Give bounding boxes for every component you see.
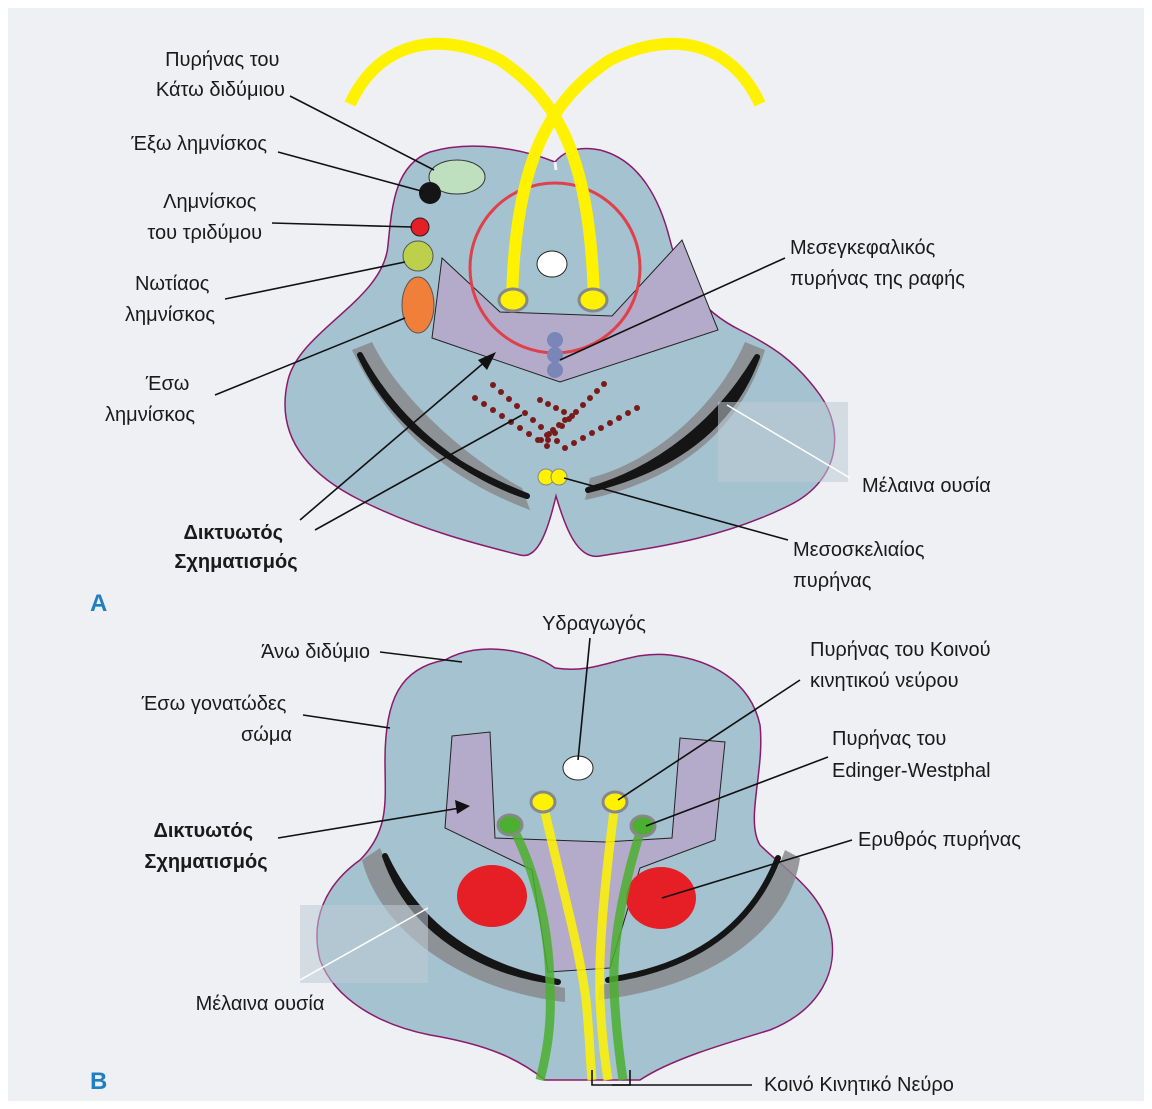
reticular-dot — [562, 445, 568, 451]
label-line: Νωτίαος — [135, 273, 210, 295]
reticular-dot — [538, 437, 544, 443]
label-line: Πυρήνας του — [165, 49, 279, 71]
label-line: Κάτω διδύμιου — [156, 79, 285, 101]
label-line: Edinger-Westphal — [832, 760, 991, 782]
reticular-dot — [517, 425, 523, 431]
label-line: πυρήνας της ραφής — [790, 268, 965, 290]
reticular-dot — [544, 432, 550, 438]
label-line: Ερυθρός πυρήνας — [858, 829, 1021, 851]
reticular-dot — [580, 402, 586, 408]
reticular-dot — [498, 389, 504, 395]
reticular-dot — [556, 422, 562, 428]
label-line: Μέλαινα ουσία — [862, 475, 991, 497]
edinger-westphal-left — [498, 815, 522, 835]
label-red-nucleus: Ερυθρός πυρήνας — [858, 829, 1021, 851]
label-line: Έξω λημνίσκος — [130, 133, 267, 155]
reticular-dot — [522, 410, 528, 416]
label-line: Λημνίσκος — [163, 191, 257, 213]
lateral-lemniscus-dot — [419, 182, 441, 204]
reticular-dot — [490, 382, 496, 388]
oculomotor-nucleus-left — [531, 792, 555, 812]
panel-letter-a: A — [90, 590, 107, 617]
reticular-dot — [587, 395, 593, 401]
label-line: Δικτυωτός — [183, 522, 283, 544]
panel-letter-b: B — [90, 1068, 107, 1095]
reticular-dot — [544, 443, 550, 449]
reticular-dot — [514, 403, 520, 409]
spinal-lemniscus-dot — [403, 241, 433, 271]
aqueduct-a — [537, 251, 567, 277]
label-line: Μεσεγκεφαλικός — [790, 237, 936, 259]
yellow-nucleus-right — [579, 289, 607, 311]
red-nucleus-right — [626, 867, 696, 929]
reticular-dot — [537, 397, 543, 403]
label-line: Πυρήνας του Κοινού — [810, 639, 991, 661]
label-line: του τριδύμου — [147, 222, 262, 244]
midline-notch — [555, 162, 556, 170]
label-substantia-nigra-a: Μέλαινα ουσία — [862, 475, 991, 497]
edinger-westphal-right — [631, 816, 655, 836]
reticular-dot — [601, 381, 607, 387]
reticular-dot — [594, 388, 600, 394]
reticular-dot — [561, 409, 567, 415]
reticular-dot — [550, 427, 556, 433]
reticular-dot — [589, 430, 595, 436]
reticular-dot — [616, 415, 622, 421]
reticular-dot — [569, 413, 575, 419]
label-line: Κοινό Κινητικό Νεύρο — [764, 1074, 954, 1096]
label-line: Έσω γονατώδες — [141, 693, 287, 715]
reticular-dot — [545, 401, 551, 407]
raphe-dot-1 — [547, 332, 563, 348]
label-line: πυρήνας — [793, 570, 872, 592]
label-line: Πυρήνας του — [832, 728, 946, 750]
label-lateral-lemniscus: Έξω λημνίσκος — [130, 133, 267, 155]
label-line: κινητικού νεύρου — [810, 670, 959, 692]
label-line: Σχηματισμός — [174, 551, 297, 573]
label-superior-colliculus: Άνω διδύμιο — [261, 641, 370, 663]
interpeduncular-dot-right — [551, 469, 567, 485]
label-line: Υδραγωγός — [542, 613, 646, 635]
label-oculomotor-nerve: Κοινό Κινητικό Νεύρο — [764, 1074, 954, 1096]
reticular-dot — [625, 410, 631, 416]
label-line: Μέλαινα ουσία — [196, 993, 325, 1015]
reticular-dot — [506, 396, 512, 402]
red-nucleus-left — [457, 865, 527, 927]
reticular-dot — [571, 440, 577, 446]
label-substantia-nigra-b: Μέλαινα ουσία — [196, 993, 325, 1015]
reticular-dot — [530, 417, 536, 423]
label-line: λημνίσκος — [105, 404, 195, 426]
label-line: λημνίσκος — [125, 304, 215, 326]
label-line: Σχηματισμός — [144, 851, 267, 873]
label-line: Δικτυωτός — [153, 820, 253, 842]
label-line: Μεσοσκελιαίος — [793, 539, 925, 561]
raphe-dot-3 — [547, 362, 563, 378]
trigeminal-lemniscus-dot — [411, 218, 429, 236]
label-aqueduct: Υδραγωγός — [542, 613, 646, 635]
reticular-dot — [538, 424, 544, 430]
reticular-dot — [580, 435, 586, 441]
reticular-dot — [562, 417, 568, 423]
reticular-dot — [607, 420, 613, 426]
reticular-dot — [545, 437, 551, 443]
reticular-dot — [490, 407, 496, 413]
highlight-box-a — [718, 402, 848, 482]
reticular-dot — [481, 401, 487, 407]
label-line: Έσω — [145, 373, 190, 395]
medial-lemniscus-oval — [402, 277, 434, 333]
reticular-dot — [634, 405, 640, 411]
reticular-dot — [526, 431, 532, 437]
reticular-dot — [554, 438, 560, 444]
reticular-dot — [598, 425, 604, 431]
oculomotor-nucleus-right — [603, 792, 627, 812]
yellow-nucleus-left — [499, 289, 527, 311]
label-line: Άνω διδύμιο — [261, 641, 370, 663]
label-line: σώμα — [241, 724, 292, 746]
reticular-dot — [553, 405, 559, 411]
reticular-dot — [472, 395, 478, 401]
reticular-dot — [499, 413, 505, 419]
